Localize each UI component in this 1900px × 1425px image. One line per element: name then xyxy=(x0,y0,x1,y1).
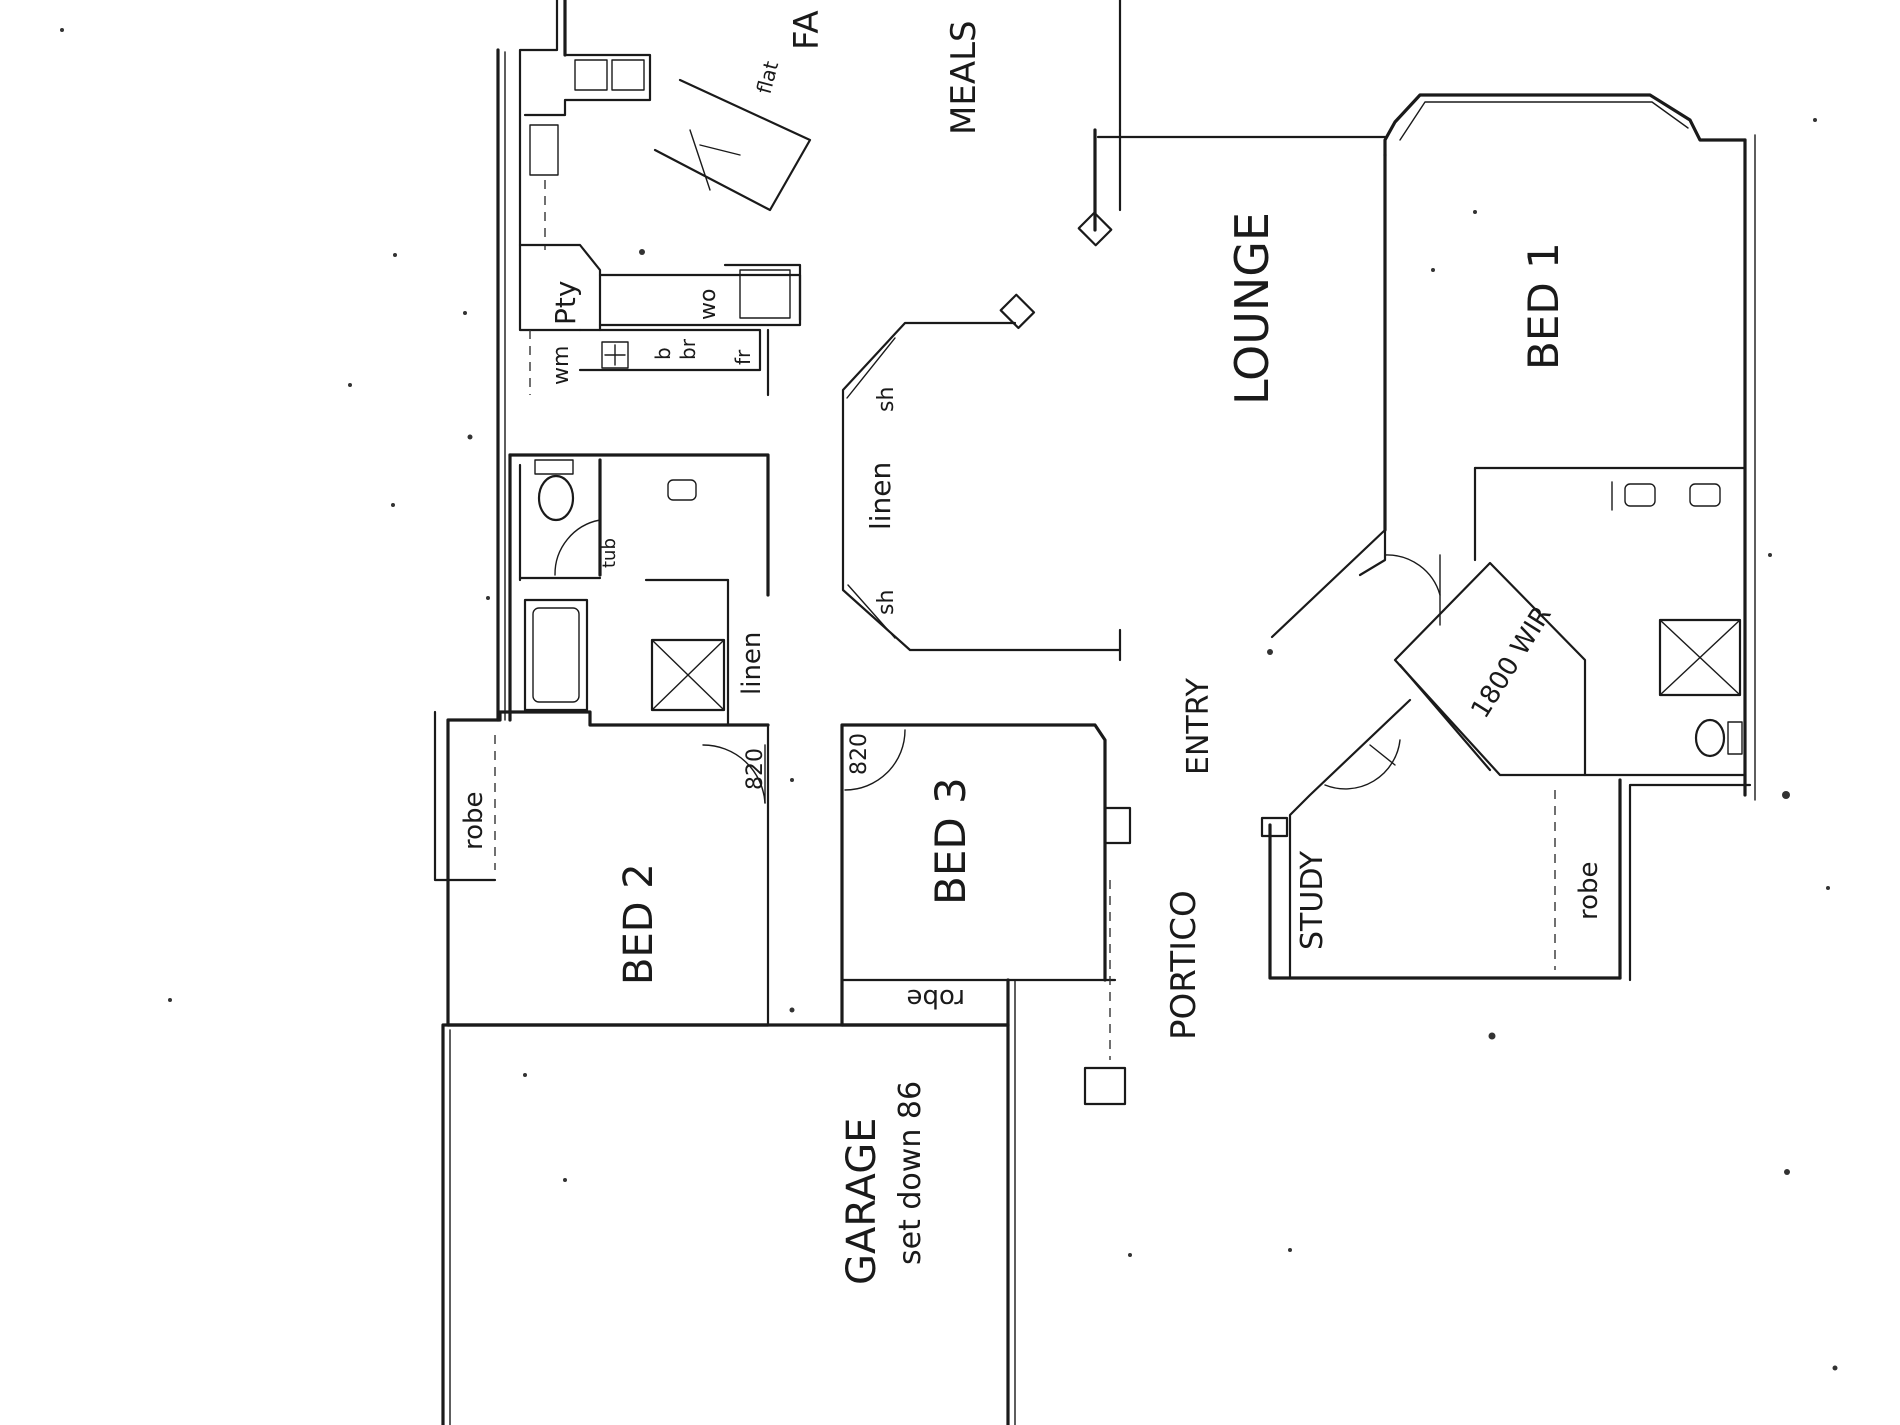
label-wir: 1800 WIR xyxy=(1465,601,1557,724)
label-door-bed3: 820 xyxy=(847,733,872,775)
label-robe-bed2: robe xyxy=(459,791,489,850)
label-cooktop-note: flat xyxy=(752,58,784,96)
bed3-walls xyxy=(840,723,1132,1106)
bed2-walls xyxy=(433,710,770,1027)
lounge-walls xyxy=(841,128,1387,662)
label-lounge: LOUNGE xyxy=(1225,212,1279,405)
label-garage-note: set down 86 xyxy=(893,1081,928,1265)
kitchen-walls xyxy=(496,0,812,722)
label-washing-machine: wm xyxy=(549,346,574,385)
label-bench-br: br xyxy=(676,338,700,360)
room-labels: MEALS FA LOUNGE BED 1 BED 2 BED 3 ENTRY … xyxy=(459,10,1604,1285)
label-bed3: BED 3 xyxy=(926,777,975,905)
bed1-walls xyxy=(1383,93,1756,982)
label-linen-bath: linen xyxy=(737,632,767,695)
label-sh-top: sh xyxy=(874,387,899,412)
label-portico: PORTICO xyxy=(1164,890,1204,1040)
label-study: STUDY xyxy=(1295,850,1330,950)
bathroom-walls xyxy=(508,453,770,727)
label-fridge: fr xyxy=(731,349,755,365)
label-wall-oven: wo xyxy=(696,289,721,320)
label-bench-b: b xyxy=(651,347,675,360)
label-sh-bottom: sh xyxy=(874,590,899,615)
garage-walls xyxy=(441,978,1016,1425)
label-meals: MEALS xyxy=(944,20,984,135)
label-garage: GARAGE xyxy=(839,1118,885,1285)
label-robe-bed1: robe xyxy=(1574,861,1604,920)
label-bed1: BED 1 xyxy=(1519,242,1568,370)
label-robe-bed3: robe xyxy=(906,983,965,1013)
label-laundry-tub: tub xyxy=(599,538,620,568)
entry-walls xyxy=(1260,528,1622,980)
label-linen-hall: linen xyxy=(864,462,897,530)
label-pantry: Pty xyxy=(549,281,582,325)
label-entry: ENTRY xyxy=(1181,677,1216,775)
label-bed2: BED 2 xyxy=(616,863,662,985)
scan-specks xyxy=(60,28,1838,1371)
label-door-bed2: 820 xyxy=(743,748,768,790)
label-family: FA xyxy=(787,10,827,50)
